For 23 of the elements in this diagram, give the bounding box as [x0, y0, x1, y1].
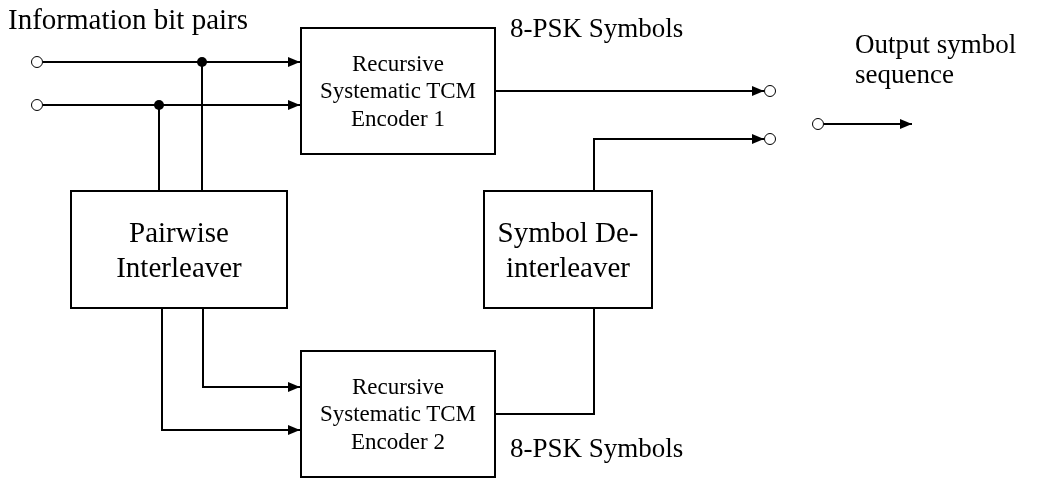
box-label: Recursive Systematic TCM Encoder 2: [318, 372, 478, 456]
process-box: [300, 350, 496, 478]
box-label: Pairwise Interleaver: [115, 214, 243, 285]
arrow: [202, 308, 301, 392]
signal-label: 8-PSK Symbols: [510, 14, 685, 44]
arrow: [823, 119, 913, 129]
process-box: [70, 190, 288, 309]
signal-label: Output symbol sequence: [855, 30, 1018, 90]
terminal-circle: [764, 133, 776, 145]
terminal-circle: [812, 118, 824, 130]
terminal-circle: [31, 56, 43, 68]
connector-line: [495, 308, 595, 415]
arrow: [495, 86, 765, 96]
arrow: [161, 308, 301, 435]
process-box: [300, 27, 496, 155]
box-label: Symbol De-interleaver: [496, 214, 640, 285]
arrow: [593, 134, 765, 191]
signal-label: Information bit pairs: [8, 4, 249, 36]
process-box: [483, 190, 653, 309]
terminal-circle: [764, 85, 776, 97]
box-label: Recursive Systematic TCM Encoder 1: [318, 49, 478, 133]
signal-label: 8-PSK Symbols: [510, 434, 685, 464]
terminal-circle: [31, 99, 43, 111]
